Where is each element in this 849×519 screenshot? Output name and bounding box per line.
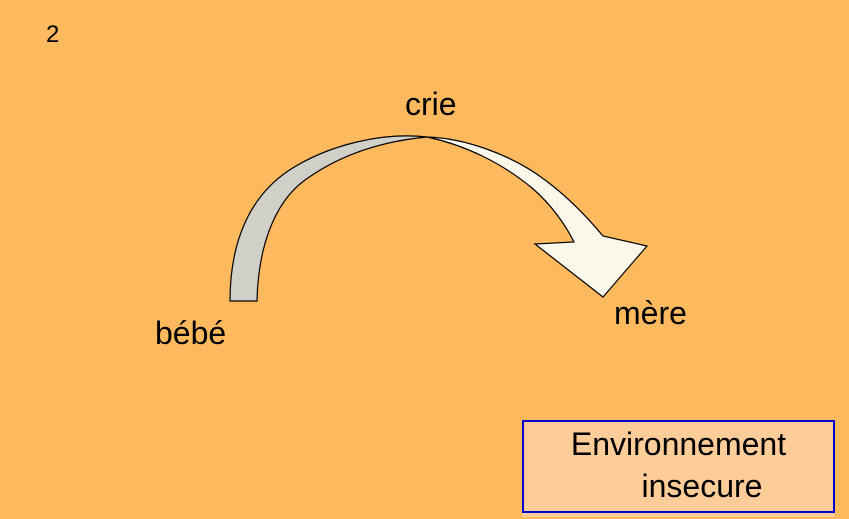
environment-box-line2: insecure: [641, 468, 763, 504]
environment-box-line1: Environnement: [570, 426, 787, 462]
slide-number: 2: [46, 21, 60, 48]
label-crie: crie: [405, 86, 457, 122]
environment-insecure-box: Environnement insecure: [522, 420, 835, 513]
curved-arrow-head-icon: [426, 136, 649, 298]
curved-arrow-tail-icon: [229, 135, 428, 302]
label-mere: mère: [614, 295, 687, 331]
label-bebe: bébé: [155, 315, 227, 351]
